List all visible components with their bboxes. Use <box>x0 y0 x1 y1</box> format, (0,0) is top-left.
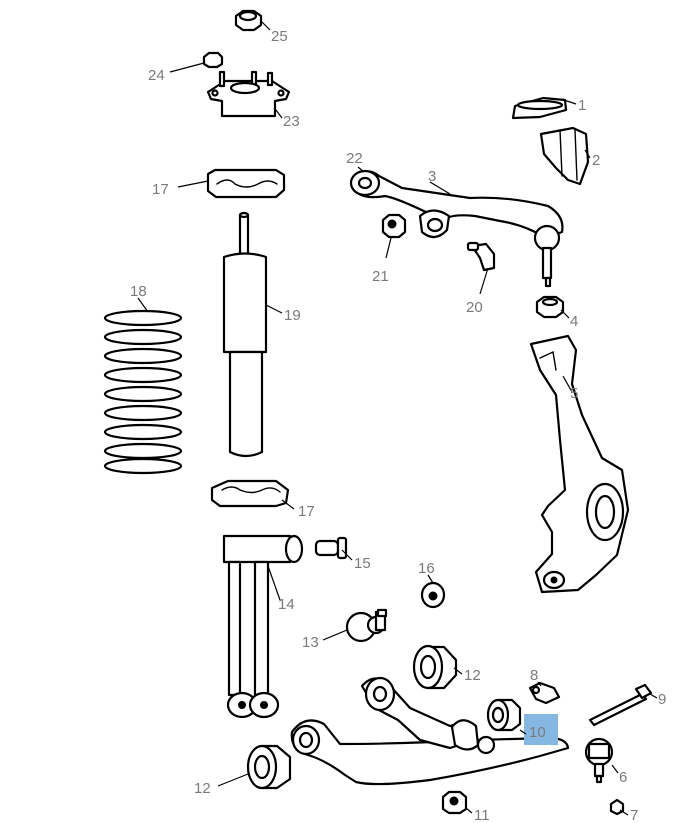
callout-highlight-10[interactable] <box>524 714 558 745</box>
part-cotter-nut[interactable] <box>609 798 625 816</box>
part-shock-absorber[interactable] <box>222 211 268 458</box>
callout-14[interactable]: 14 <box>278 596 295 613</box>
part-upper-control-arm[interactable] <box>349 169 564 288</box>
part-top-nut[interactable] <box>234 9 263 32</box>
callout-21[interactable]: 21 <box>372 268 389 285</box>
part-lower-spring-seat[interactable] <box>210 479 290 508</box>
callout-12-upper[interactable]: 12 <box>464 667 481 684</box>
callout-17-upper[interactable]: 17 <box>152 181 169 198</box>
callout-16[interactable]: 16 <box>418 560 435 577</box>
part-steering-knuckle[interactable] <box>529 334 630 594</box>
callout-2[interactable]: 2 <box>592 152 600 169</box>
part-bump-stop-cap[interactable] <box>511 96 568 120</box>
part-upper-spring-seat[interactable] <box>206 168 286 199</box>
callout-labels: 25 24 23 17 18 19 17 14 15 16 13 12 12 2… <box>130 28 666 823</box>
callout-15[interactable]: 15 <box>354 555 371 572</box>
part-upper-arm-nut[interactable] <box>381 213 407 239</box>
callout-6[interactable]: 6 <box>619 769 627 786</box>
callout-9[interactable]: 9 <box>658 691 666 708</box>
part-ball-joint-nut[interactable] <box>535 295 565 319</box>
callout-25[interactable]: 25 <box>271 28 288 45</box>
part-small-nut[interactable] <box>202 51 224 69</box>
callout-12-lower[interactable]: 12 <box>194 780 211 797</box>
part-lower-ball-joint[interactable] <box>584 737 614 784</box>
callout-19[interactable]: 19 <box>284 307 301 324</box>
part-lower-control-arm[interactable] <box>290 676 570 786</box>
callout-13[interactable]: 13 <box>302 634 319 651</box>
part-bump-stop[interactable] <box>539 126 590 186</box>
part-lower-arm-bushing[interactable] <box>486 698 522 732</box>
callout-4[interactable]: 4 <box>570 313 578 330</box>
callout-7[interactable]: 7 <box>630 807 638 823</box>
part-long-bolt[interactable] <box>588 683 653 727</box>
callout-23[interactable]: 23 <box>283 113 300 130</box>
part-cam-bolt[interactable] <box>345 608 388 643</box>
callout-11[interactable]: 11 <box>474 807 490 823</box>
part-clip[interactable] <box>528 681 561 705</box>
part-strut-fork[interactable] <box>222 534 304 719</box>
callout-18[interactable]: 18 <box>130 283 147 300</box>
part-bushing-lower[interactable] <box>246 744 292 790</box>
leader-lines <box>137 21 658 816</box>
callout-10[interactable]: 10 <box>529 724 546 741</box>
callout-1[interactable]: 1 <box>578 97 586 114</box>
part-small-bushing[interactable] <box>420 581 446 609</box>
part-sensor-bolt[interactable] <box>466 241 496 272</box>
callout-17-lower[interactable]: 17 <box>298 503 315 520</box>
callout-5[interactable]: 5 <box>570 385 578 402</box>
part-pin[interactable] <box>314 536 348 560</box>
callout-24[interactable]: 24 <box>148 67 165 84</box>
part-bushing-upper[interactable] <box>412 644 458 690</box>
part-coil-spring[interactable] <box>103 309 183 475</box>
callout-20[interactable]: 20 <box>466 299 483 316</box>
callout-8[interactable]: 8 <box>530 667 538 684</box>
part-lower-arm-nut[interactable] <box>441 790 468 815</box>
part-top-mount[interactable] <box>206 70 291 118</box>
callout-22[interactable]: 22 <box>346 150 363 167</box>
callout-3[interactable]: 3 <box>428 168 436 185</box>
